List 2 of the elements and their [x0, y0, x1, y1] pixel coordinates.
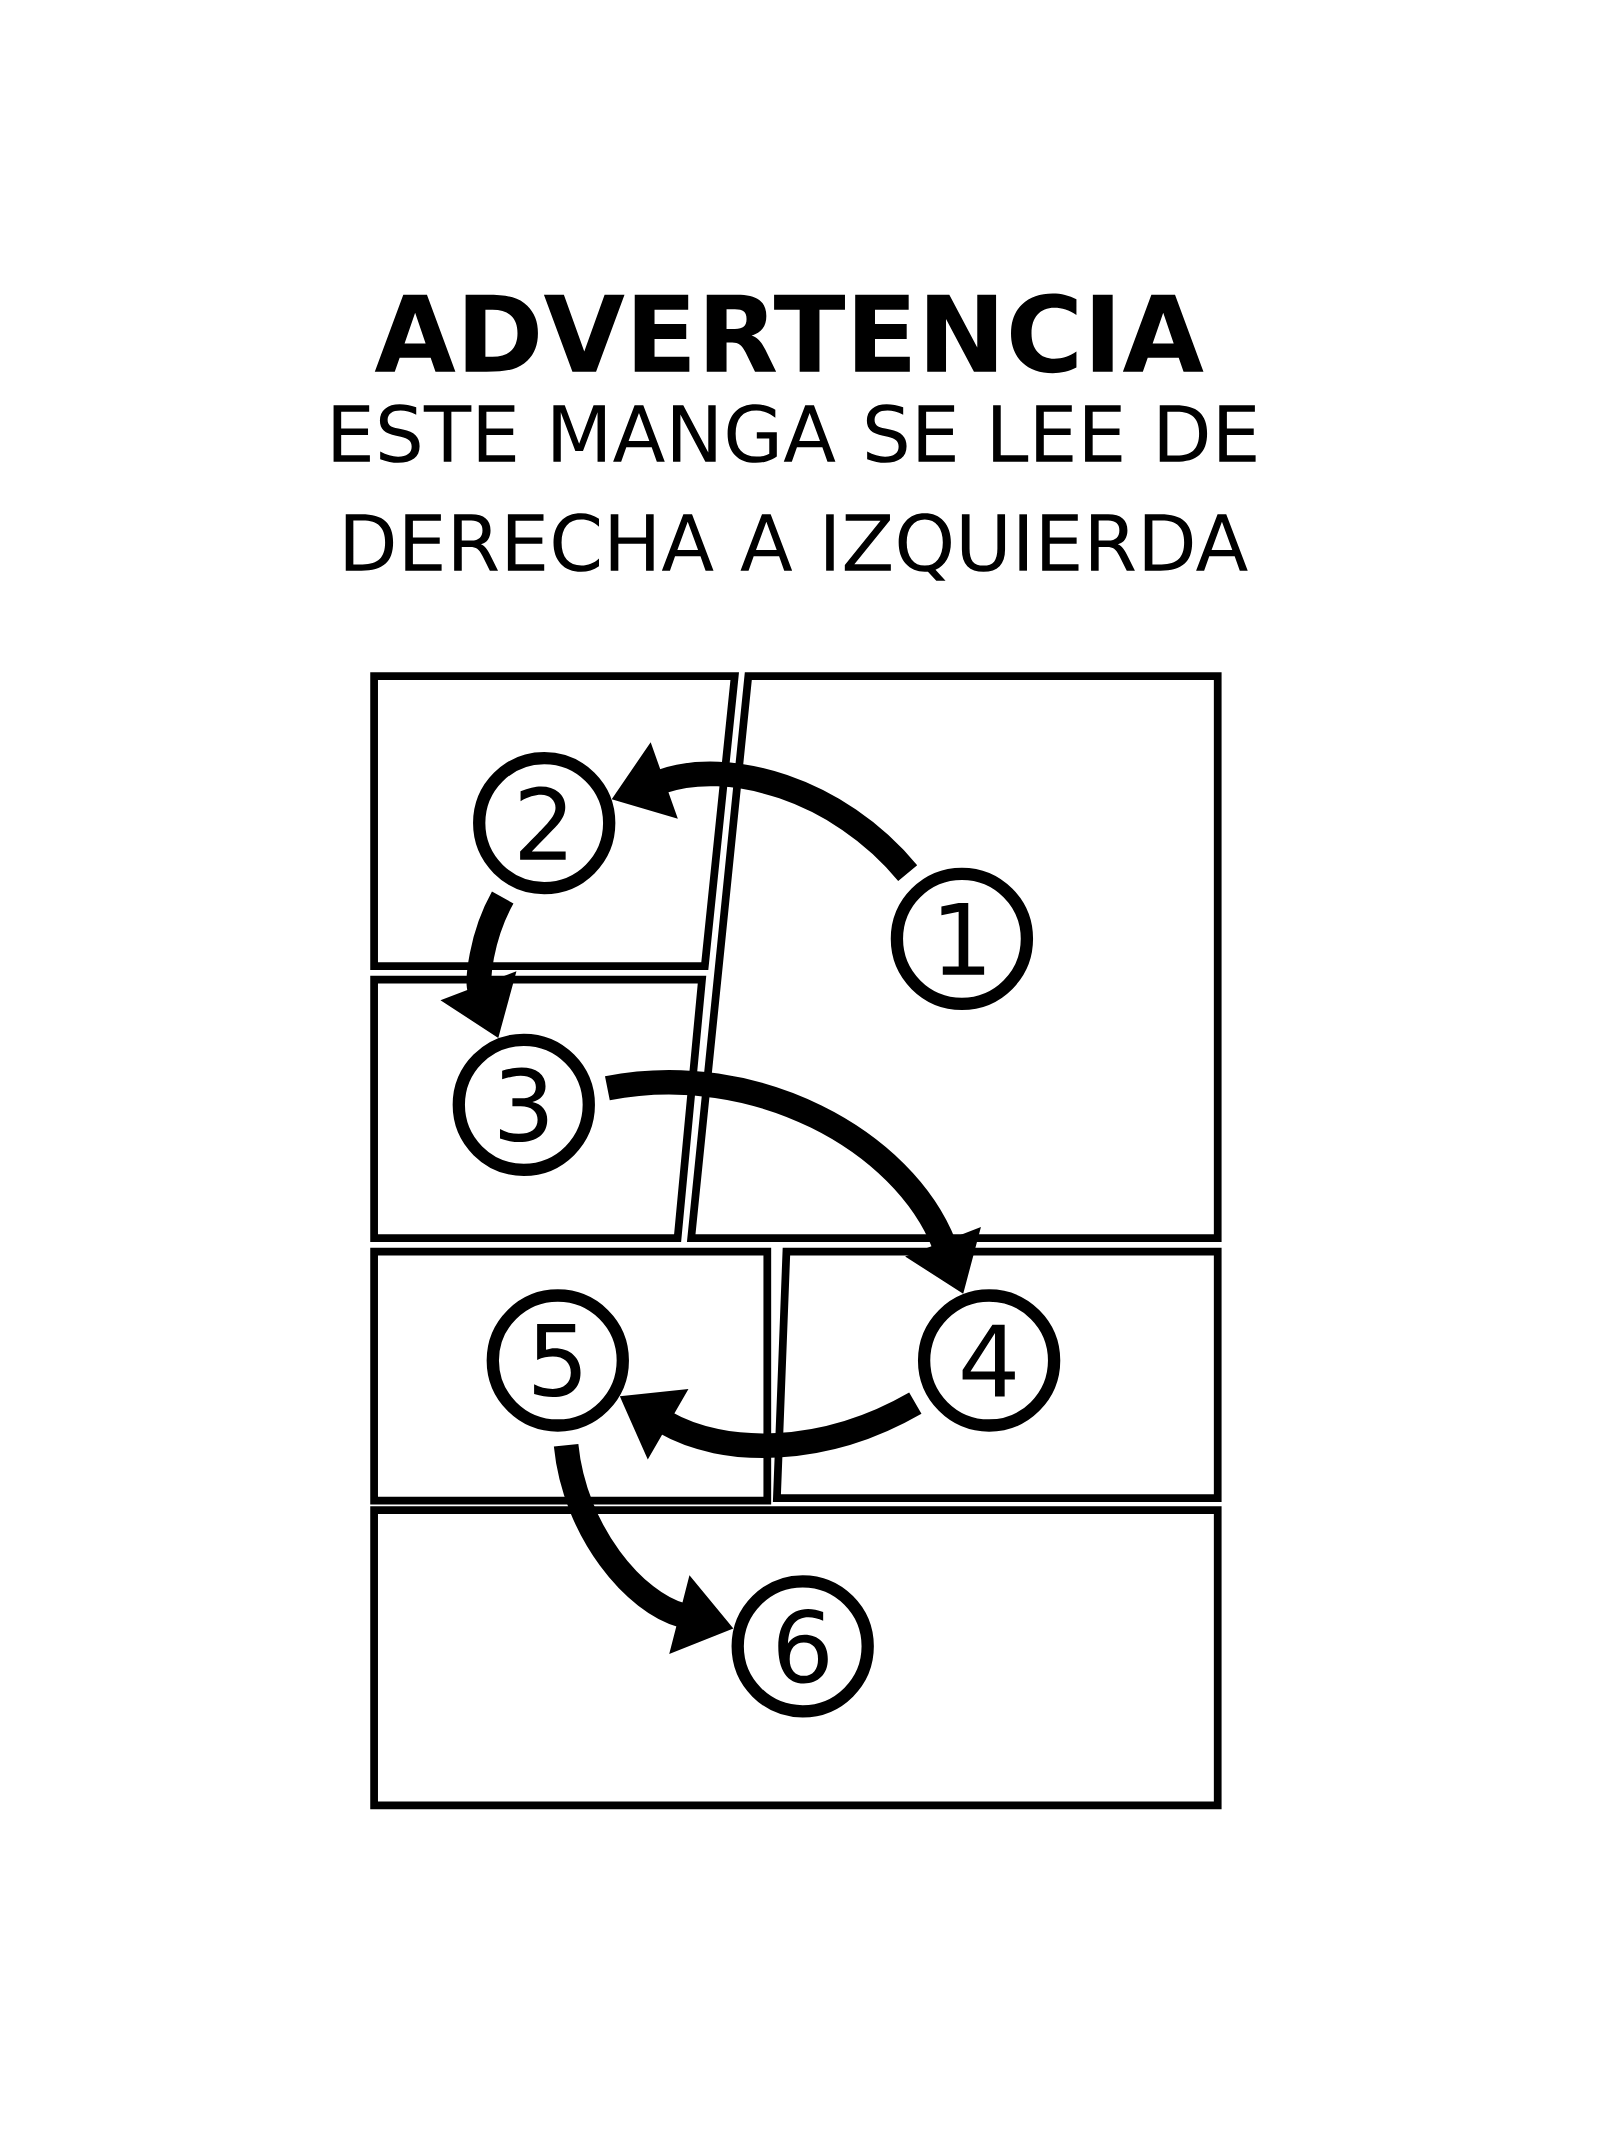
caption-text: ESTE MANGA SE LEE DE DERECHA A IZQUIERDA: [333, 404, 1256, 581]
title: ADVERTENCIA: [374, 293, 1204, 374]
